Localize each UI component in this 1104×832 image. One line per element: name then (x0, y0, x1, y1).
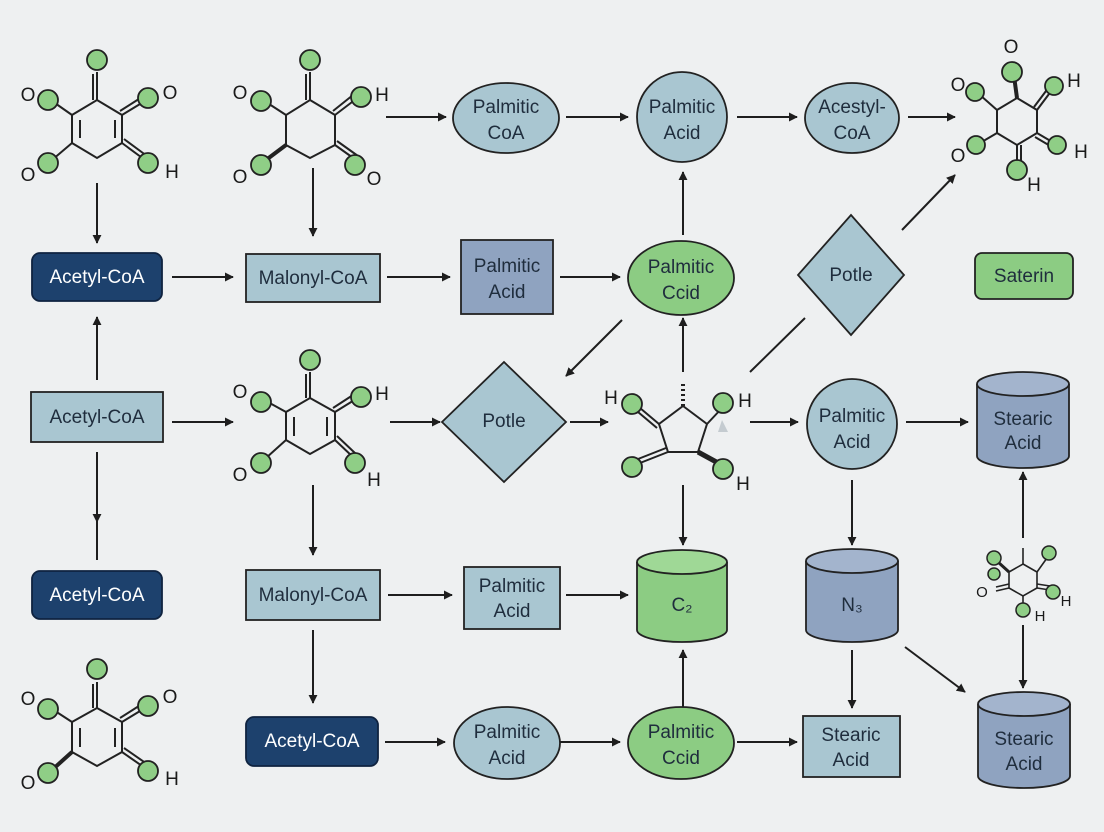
atom-o: O (163, 83, 178, 104)
molecule-top-right (965, 61, 1067, 181)
atom-o: O (21, 165, 36, 186)
node-acetyl-coa-row2: Acetyl-CoA (31, 252, 163, 302)
node-label: Palmitic (819, 406, 886, 427)
atom-h: H (165, 162, 179, 183)
node-acetyl-coa-row4: Acetyl-CoA (31, 570, 163, 620)
node-acetyl-coa-row3: Acetyl-CoA (30, 391, 164, 443)
arrow-potle-to-mol-tr (901, 174, 956, 231)
node-label: Acetyl-CoA (49, 407, 144, 428)
node-label: Acid (494, 601, 531, 622)
node-label: Stearic (993, 409, 1052, 430)
node-label: Stearic (821, 725, 880, 746)
atom-o: O (976, 584, 988, 601)
node-label: Potle (482, 411, 525, 432)
node-label: Acetyl-CoA (49, 267, 144, 288)
node-label: C₂ (671, 595, 692, 616)
node-label: Palmitic (479, 576, 546, 597)
node-palmitic-acid-row3: Palmitic Acid (806, 378, 898, 470)
node-label: Ccid (662, 283, 700, 304)
node-label: Saterin (994, 266, 1054, 287)
node-label: Acid (833, 750, 870, 771)
node-label: N₃ (841, 595, 862, 616)
node-label: Acid (1006, 754, 1043, 775)
node-label: Acid (489, 748, 526, 769)
molecule-small-right (986, 545, 1061, 618)
arrows (92, 112, 1028, 747)
atom-h: H (736, 474, 750, 495)
atom-o: O (367, 169, 382, 190)
node-label: Palmitic (648, 722, 715, 743)
node-label: CoA (488, 123, 525, 144)
node-label: Palmitic (648, 257, 715, 278)
node-label: Palmitic (474, 722, 541, 743)
node-stearic-acid-cyl-row5: Stearic Acid (977, 691, 1071, 789)
molecule-center (621, 382, 734, 480)
atom-h: H (1067, 71, 1081, 92)
atom-o: O (233, 382, 248, 403)
atom-o: O (233, 167, 248, 188)
atom-h: H (1035, 608, 1046, 625)
atom-o: O (163, 687, 178, 708)
node-label: Palmitic (474, 256, 541, 277)
molecule-row3 (250, 349, 372, 474)
atom-h: H (1061, 593, 1072, 610)
node-palmitic-ccid-row5: Palmitic Ccid (627, 706, 735, 780)
node-label: Acid (664, 123, 701, 144)
atom-o: O (1004, 37, 1019, 58)
node-label: Stearic (994, 729, 1053, 750)
atom-o: O (21, 689, 36, 710)
atom-o: O (233, 83, 248, 104)
atom-o: O (951, 75, 966, 96)
atom-h: H (604, 388, 618, 409)
node-acetyl-coa-row5: Acetyl-CoA (245, 716, 379, 767)
node-n3-cylinder: N₃ (805, 548, 899, 643)
atom-h: H (1074, 142, 1088, 163)
node-label: Malonyl-CoA (259, 585, 368, 606)
node-potle-row2: Potle (796, 213, 906, 337)
arrow-palmitic-ccid-to-potle (565, 319, 623, 377)
node-palmitic-acid-top: Palmitic Acid (636, 71, 728, 163)
node-palmitic-coa-top: Palmitic CoA (452, 82, 560, 154)
node-palmitic-ccid-row2: Palmitic Ccid (627, 240, 735, 316)
node-label: Palmitic (649, 97, 716, 118)
node-palmitic-acid-row4: Palmitic Acid (463, 566, 561, 630)
atom-o: O (951, 146, 966, 167)
node-label: Acetyl-CoA (49, 585, 144, 606)
node-label: Potle (829, 265, 872, 286)
atom-h: H (375, 85, 389, 106)
node-label: Acestyl- (818, 97, 886, 118)
atom-o: O (21, 773, 36, 794)
atom-h: H (375, 384, 389, 405)
node-label: Malonyl-CoA (259, 268, 368, 289)
node-malonyl-coa-row4: Malonyl-CoA (245, 569, 381, 621)
molecule-bottom-left (37, 658, 159, 784)
node-malonyl-coa-row2: Malonyl-CoA (245, 253, 381, 303)
node-acetyl-coa-top-right: Acestyl- CoA (804, 82, 900, 154)
atom-o: O (233, 465, 248, 486)
molecule-top-second (250, 49, 372, 176)
atom-h: H (738, 391, 752, 412)
atom-h: H (367, 470, 381, 491)
atom-h: H (1027, 175, 1041, 196)
atom-h: H (165, 769, 179, 790)
molecule-top-left (37, 49, 159, 174)
node-label: Palmitic (473, 97, 540, 118)
node-label: CoA (834, 123, 871, 144)
arrow-n3-to-stearic-cyl (904, 646, 966, 693)
atom-o: O (21, 85, 36, 106)
node-label: Acetyl-CoA (264, 731, 359, 752)
node-c2-cylinder: C₂ (636, 549, 728, 643)
node-label: Ccid (662, 748, 700, 769)
node-stearic-acid-row5: Stearic Acid (802, 715, 901, 778)
node-potle-row3: Potle (440, 360, 568, 484)
node-saterin: Saterin (974, 252, 1074, 300)
node-palmitic-acid-row2: Palmitic Acid (460, 239, 554, 315)
node-label: Acid (834, 432, 871, 453)
line-potle-to-mol-center (749, 317, 806, 373)
node-palmitic-acid-row5: Palmitic Acid (453, 706, 561, 780)
node-label: Acid (1005, 433, 1042, 454)
node-stearic-acid-cyl-row3: Stearic Acid (976, 371, 1070, 469)
node-label: Acid (489, 282, 526, 303)
